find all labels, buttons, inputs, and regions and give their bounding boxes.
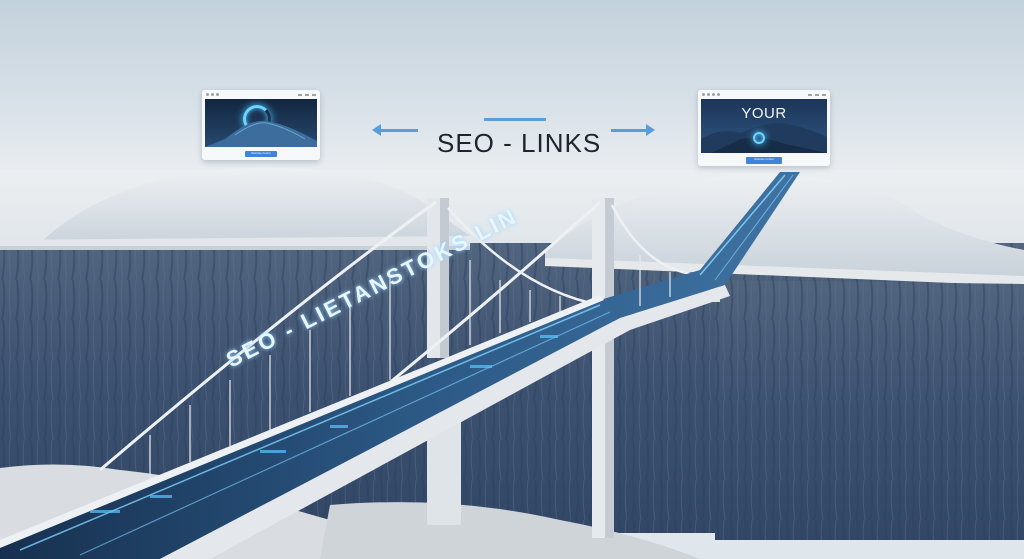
- mountain-icon: [205, 120, 317, 147]
- window-dots-icon: [702, 93, 720, 96]
- window-controls-icon: [298, 93, 316, 96]
- arrow-left-icon: [372, 124, 418, 136]
- mountain-icon: [701, 123, 827, 153]
- glowing-ring-icon: [753, 132, 765, 144]
- arrow-right-icon: [611, 124, 655, 136]
- left-browser-window: Website button: [202, 90, 320, 160]
- headline-text: YOUR: [741, 105, 787, 122]
- window-dots-icon: [206, 93, 219, 96]
- left-window-image: [205, 99, 317, 147]
- right-browser-window: YOUR Website button: [698, 90, 830, 166]
- window-controls-icon: [808, 93, 826, 96]
- right-website-button[interactable]: Website button: [746, 157, 782, 164]
- title-accent-line: [484, 118, 546, 121]
- browser-toolbar: [202, 90, 320, 99]
- right-window-image: YOUR: [701, 99, 827, 153]
- page-title: SEO - LINKS: [437, 128, 602, 158]
- left-website-button[interactable]: Website button: [245, 151, 277, 157]
- browser-toolbar: [698, 90, 830, 99]
